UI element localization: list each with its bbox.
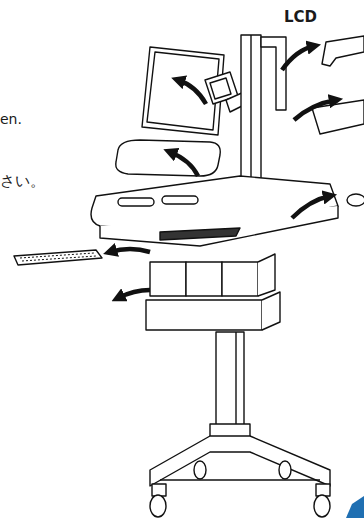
laptop-tray — [116, 140, 221, 176]
part-label: LCD — [284, 10, 317, 25]
page-corner — [346, 496, 364, 518]
keyboard — [14, 250, 102, 265]
removal-arrows — [110, 46, 336, 298]
caster — [150, 484, 166, 517]
note-text: en. — [0, 112, 22, 126]
drawers — [146, 254, 280, 330]
caster — [194, 461, 291, 479]
base — [150, 436, 330, 486]
mouse — [347, 194, 364, 206]
barcode-scanner — [322, 36, 364, 66]
caster — [314, 484, 330, 517]
note-text: さい。 — [0, 174, 45, 189]
column — [216, 332, 244, 432]
